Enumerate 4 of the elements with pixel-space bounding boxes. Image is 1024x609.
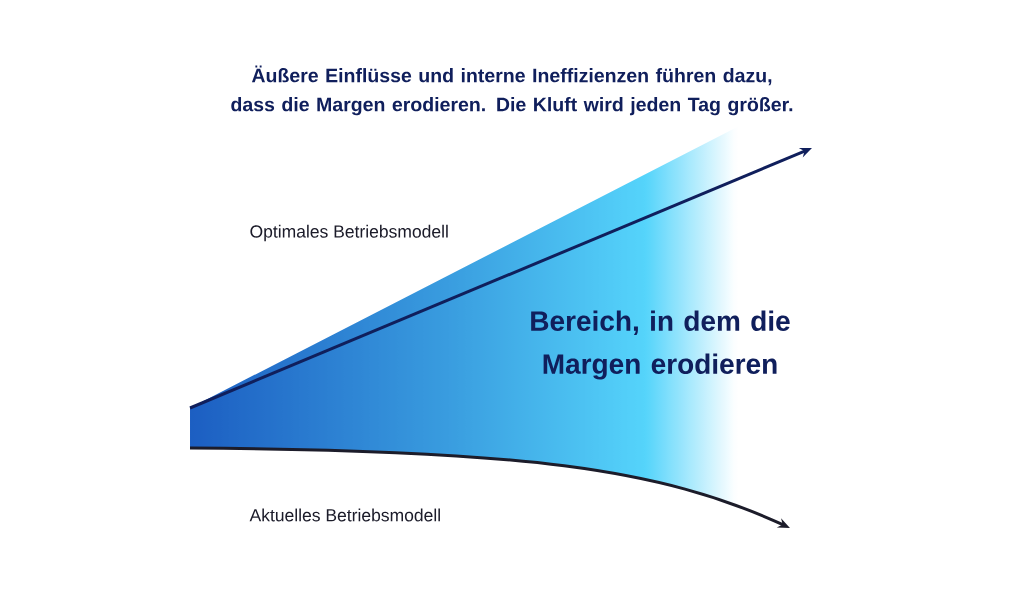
curve-label: Aktuelles Betriebsmodell [249,508,440,522]
area-label: Bereich, in dem die Margen erodieren [531,310,790,380]
curve-label: Optimales Betriebsmodell [250,224,448,242]
title: Äußere Einflüsse und interne Ineffizienzen führen dazu, dass die Margen erodieren. Die Kluft wird jeden Tag größer. [231,65,793,116]
